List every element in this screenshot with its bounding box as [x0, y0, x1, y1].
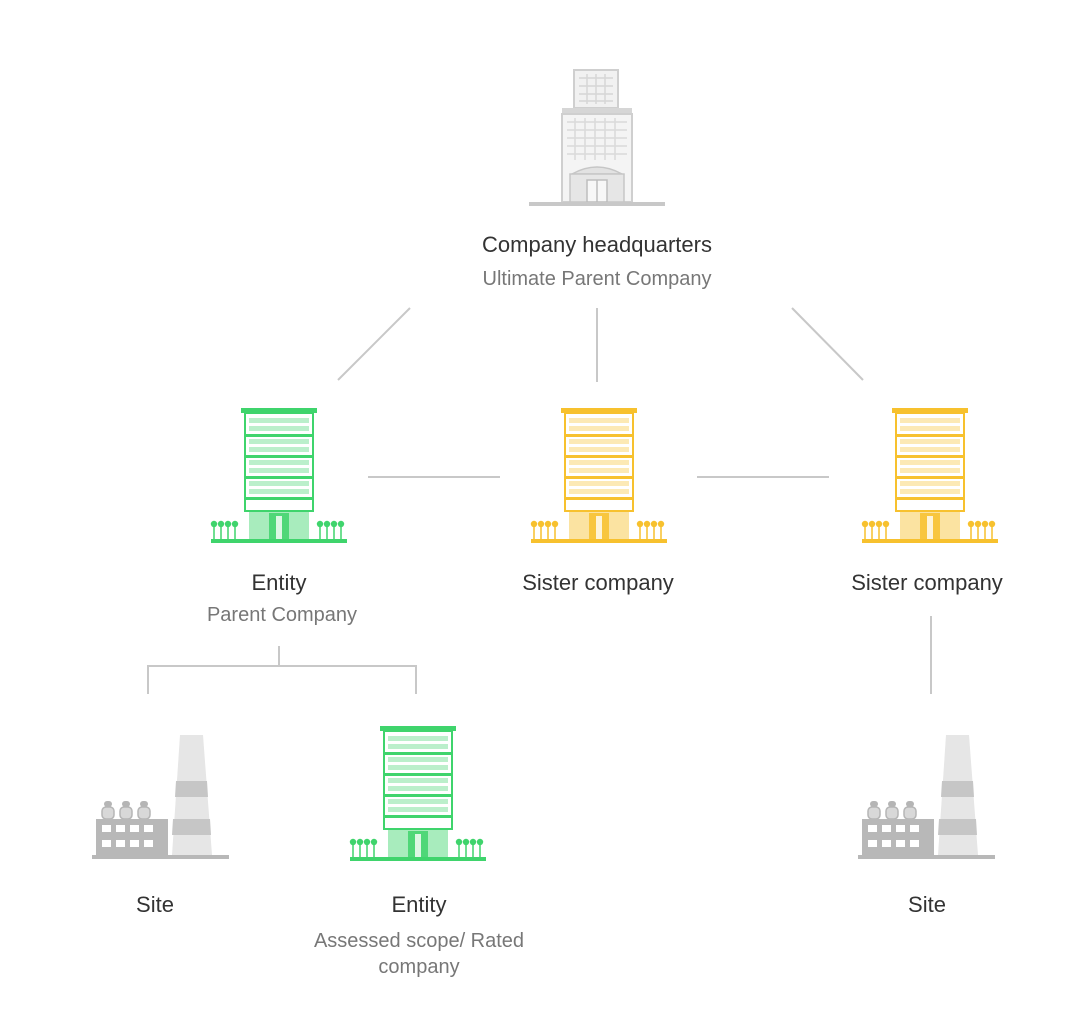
green-office-building-icon	[209, 407, 348, 544]
site-2-title: Site	[908, 892, 946, 917]
parent-entity-subtitle: Parent Company	[206, 604, 358, 626]
site-1-title: Site	[136, 892, 174, 917]
green-office-building-icon	[348, 725, 487, 862]
factory-icon	[91, 734, 230, 860]
yellow-office-building-icon	[860, 407, 999, 544]
sister-company-1-title: Sister company	[522, 570, 674, 595]
yellow-office-building-icon	[529, 407, 668, 544]
office-tower-icon	[528, 69, 666, 207]
headquarters-subtitle: Ultimate Parent Company	[482, 268, 712, 290]
connector-parent-to-children	[147, 665, 417, 694]
assessed-entity-subtitle: Assessed scope/ Rated company	[313, 930, 525, 978]
assessed-entity-title: Entity	[391, 892, 447, 917]
factory-icon	[857, 734, 996, 860]
connector-hq-to-parent	[337, 307, 411, 381]
connector-hq-to-sister-2	[791, 307, 864, 381]
headquarters-title: Company headquarters	[482, 232, 712, 257]
sister-company-2-title: Sister company	[851, 570, 1003, 595]
parent-entity-title: Entity	[251, 570, 307, 595]
